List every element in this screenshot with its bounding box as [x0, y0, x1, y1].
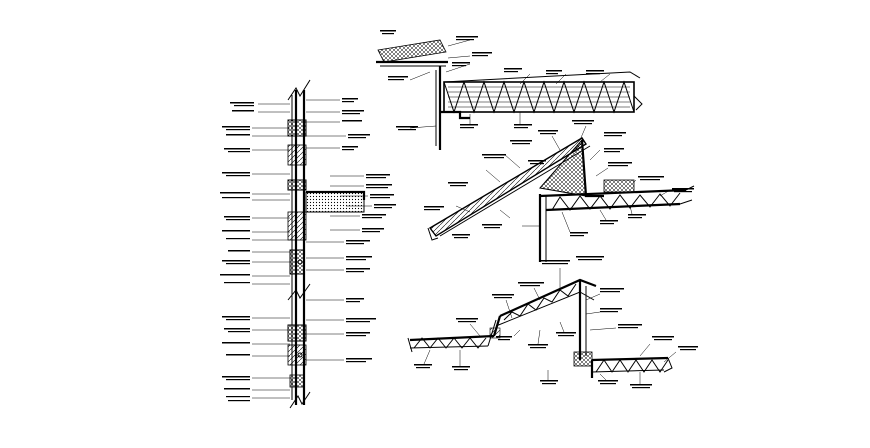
stepped-truss-roof-detail: [407, 256, 698, 389]
wall-left-annotations: [220, 102, 290, 402]
pitched-roof-detail: [424, 120, 695, 262]
flat-roof-detail: [376, 30, 643, 150]
flat-roof-truss-web: [443, 80, 635, 114]
wall-right-annotations: [306, 98, 396, 363]
wall-section-detail: [220, 79, 396, 409]
